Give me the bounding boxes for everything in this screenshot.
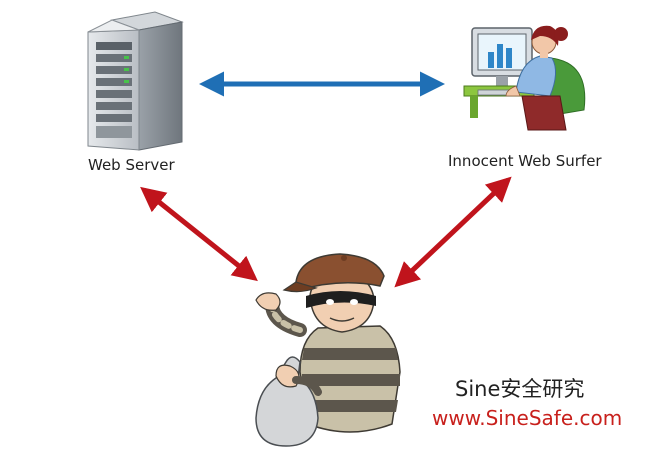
watermark-url: www.SineSafe.com: [432, 406, 623, 430]
server-tower-icon: [87, 11, 184, 151]
web-surfer-label: Innocent Web Surfer: [448, 152, 602, 170]
user-at-computer-icon: [463, 25, 586, 131]
server-attacker-arrow: [140, 186, 258, 282]
web-server-label: Web Server: [88, 156, 175, 174]
surfer-attacker-arrow: [394, 176, 512, 288]
watermark-title: Sine安全研究: [455, 377, 585, 401]
thief-icon: [255, 253, 401, 433]
money-bag-icon: [255, 356, 322, 447]
